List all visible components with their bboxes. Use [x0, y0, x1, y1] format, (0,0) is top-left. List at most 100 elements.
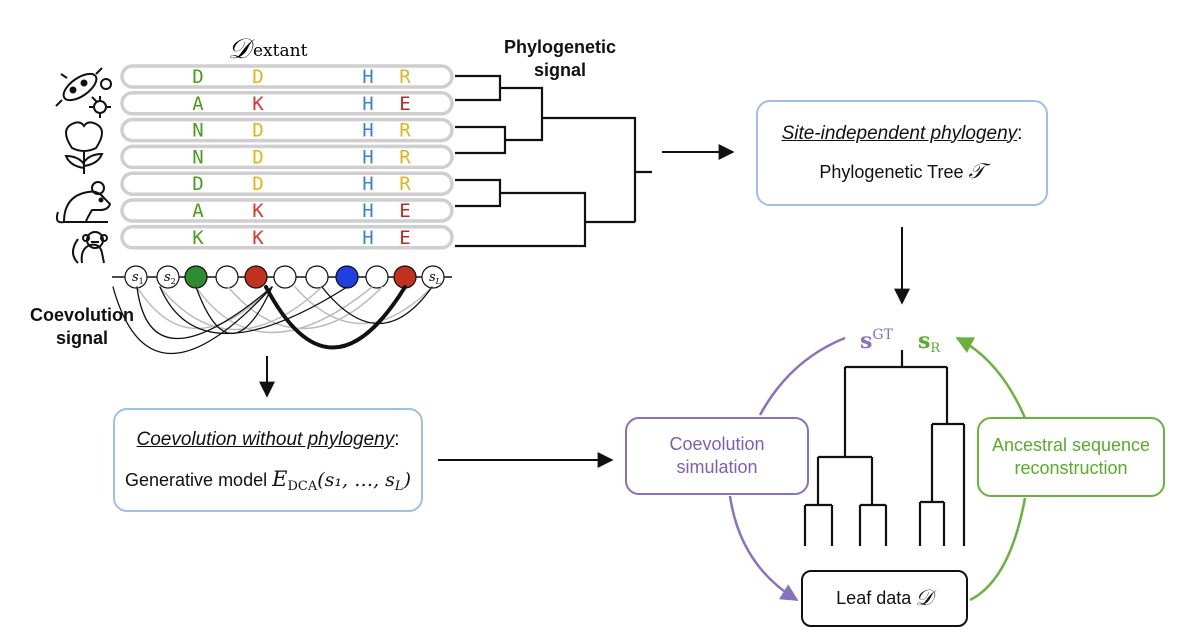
monkey-icon: [72, 231, 108, 264]
residue-letter: N: [192, 146, 203, 168]
coevolution-box-title: Coevolution without phylogeny: [136, 429, 395, 450]
site-node: [215, 265, 239, 289]
residue-letter: H: [362, 93, 373, 115]
phylogenetic-tree-upper: [455, 74, 652, 248]
residue-letter: K: [192, 227, 204, 249]
residue-letter: R: [399, 120, 411, 142]
residue-letter: D: [252, 173, 263, 195]
coevolution-signal-line2: signal: [55, 328, 108, 348]
residue-letter: H: [362, 66, 373, 88]
site-label: s2: [164, 270, 176, 286]
residue-letter: R: [399, 66, 411, 88]
site-label: sL: [429, 270, 441, 286]
generative-model-text: Generative model: [125, 470, 268, 490]
formula-args-subscript: L: [394, 479, 404, 494]
reconstruction-line1: Ancestral sequence: [991, 435, 1151, 455]
simulation-line1: Coevolution: [669, 434, 765, 454]
residue-letter: K: [252, 93, 264, 115]
bacteria-icon: [55, 67, 112, 118]
arrow-leaf-to-reconstruction: [969, 497, 1027, 602]
site-node: [365, 265, 389, 289]
formula-close: ): [403, 469, 411, 491]
site-node: [244, 265, 268, 289]
site-label-subscript: 2: [171, 277, 176, 286]
gt-superscript: GT: [872, 327, 893, 343]
coevolution-box: Coevolution without phylogeny: Generativ…: [113, 408, 423, 512]
r-base: s: [918, 328, 931, 354]
residue-letter: H: [362, 200, 373, 222]
phylogenetic-tree-lower: [803, 350, 966, 546]
site-node: [273, 265, 297, 289]
dataset-title-symbol: 𝒟: [228, 32, 255, 65]
sequence-pill: [120, 117, 454, 143]
leaf-data-box: Leaf data 𝒟: [801, 570, 968, 627]
gt-base: s: [860, 328, 873, 354]
root-label-gt: sGT: [860, 327, 893, 354]
leaf-data-symbol: 𝒟: [915, 586, 933, 611]
coevolution-signal-label: Coevolution signal: [18, 304, 146, 350]
mouse-icon: [55, 181, 112, 224]
residue-letter: R: [399, 173, 411, 195]
sequence-pill: [120, 198, 454, 223]
residue-letter: D: [252, 120, 263, 142]
arrow-sgt-to-simulation: [758, 336, 846, 416]
coevolution-arcs: [112, 285, 433, 354]
residue-letter: H: [362, 173, 373, 195]
ancestral-reconstruction-box: Ancestral sequence reconstruction: [977, 417, 1165, 497]
residue-letter: A: [192, 200, 204, 222]
residue-letter: D: [192, 66, 203, 88]
residue-letter: N: [192, 120, 203, 142]
residue-letter: K: [252, 227, 264, 249]
root-label-r: sR: [918, 328, 941, 356]
formula-energy-subscript: DCA: [287, 479, 318, 494]
r-subscript: R: [930, 341, 941, 356]
dataset-title-subscript: extant: [253, 41, 308, 61]
sequence-pill: [120, 91, 454, 116]
coevolution-simulation-box: Coevolution simulation: [625, 417, 809, 495]
arrow-reconstruction-to-sr: [955, 336, 1027, 419]
residue-letter: R: [399, 146, 411, 168]
sequence-pill: [120, 171, 454, 196]
residue-letter: D: [192, 173, 203, 195]
coevolution-signal-line1: Coevolution: [30, 305, 134, 325]
flower-icon: [64, 121, 104, 174]
residue-letter: E: [399, 200, 410, 222]
residue-letter: H: [362, 120, 373, 142]
tree-symbol: 𝒯: [968, 158, 985, 183]
site-node: [305, 265, 329, 289]
formula-energy: E: [272, 467, 288, 491]
sequence-pill: [120, 144, 454, 170]
residue-letter: E: [399, 93, 410, 115]
arrow-simulation-to-leaf: [728, 495, 799, 602]
leaf-data-text: Leaf data: [836, 588, 912, 608]
residue-letter: A: [192, 93, 204, 115]
residue-letter: D: [252, 66, 263, 88]
site-node: [335, 265, 359, 289]
residue-letter: H: [362, 146, 373, 168]
site-chain: s1 s2 sL: [112, 265, 452, 289]
residue-letter: D: [252, 146, 263, 168]
simulation-line2: simulation: [676, 457, 758, 477]
site-label-subscript: 1: [139, 277, 144, 286]
site-label: s1: [132, 270, 144, 286]
site-node: [421, 265, 445, 289]
residue-letter: K: [252, 200, 264, 222]
site-node: [124, 265, 148, 289]
site-independent-colon: :: [1017, 122, 1023, 144]
site-node: [393, 265, 417, 289]
phylogenetic-tree-text: Phylogenetic Tree: [819, 161, 964, 182]
phylogenetic-signal-line2: signal: [533, 60, 586, 80]
coevolution-box-colon: :: [394, 429, 400, 450]
site-node: [184, 265, 208, 289]
site-node: [156, 265, 180, 289]
site-independent-box: Site-independent phylogeny: Phylogenetic…: [756, 100, 1048, 206]
sequence-pill: [120, 225, 454, 250]
site-label-subscript: L: [435, 277, 441, 286]
